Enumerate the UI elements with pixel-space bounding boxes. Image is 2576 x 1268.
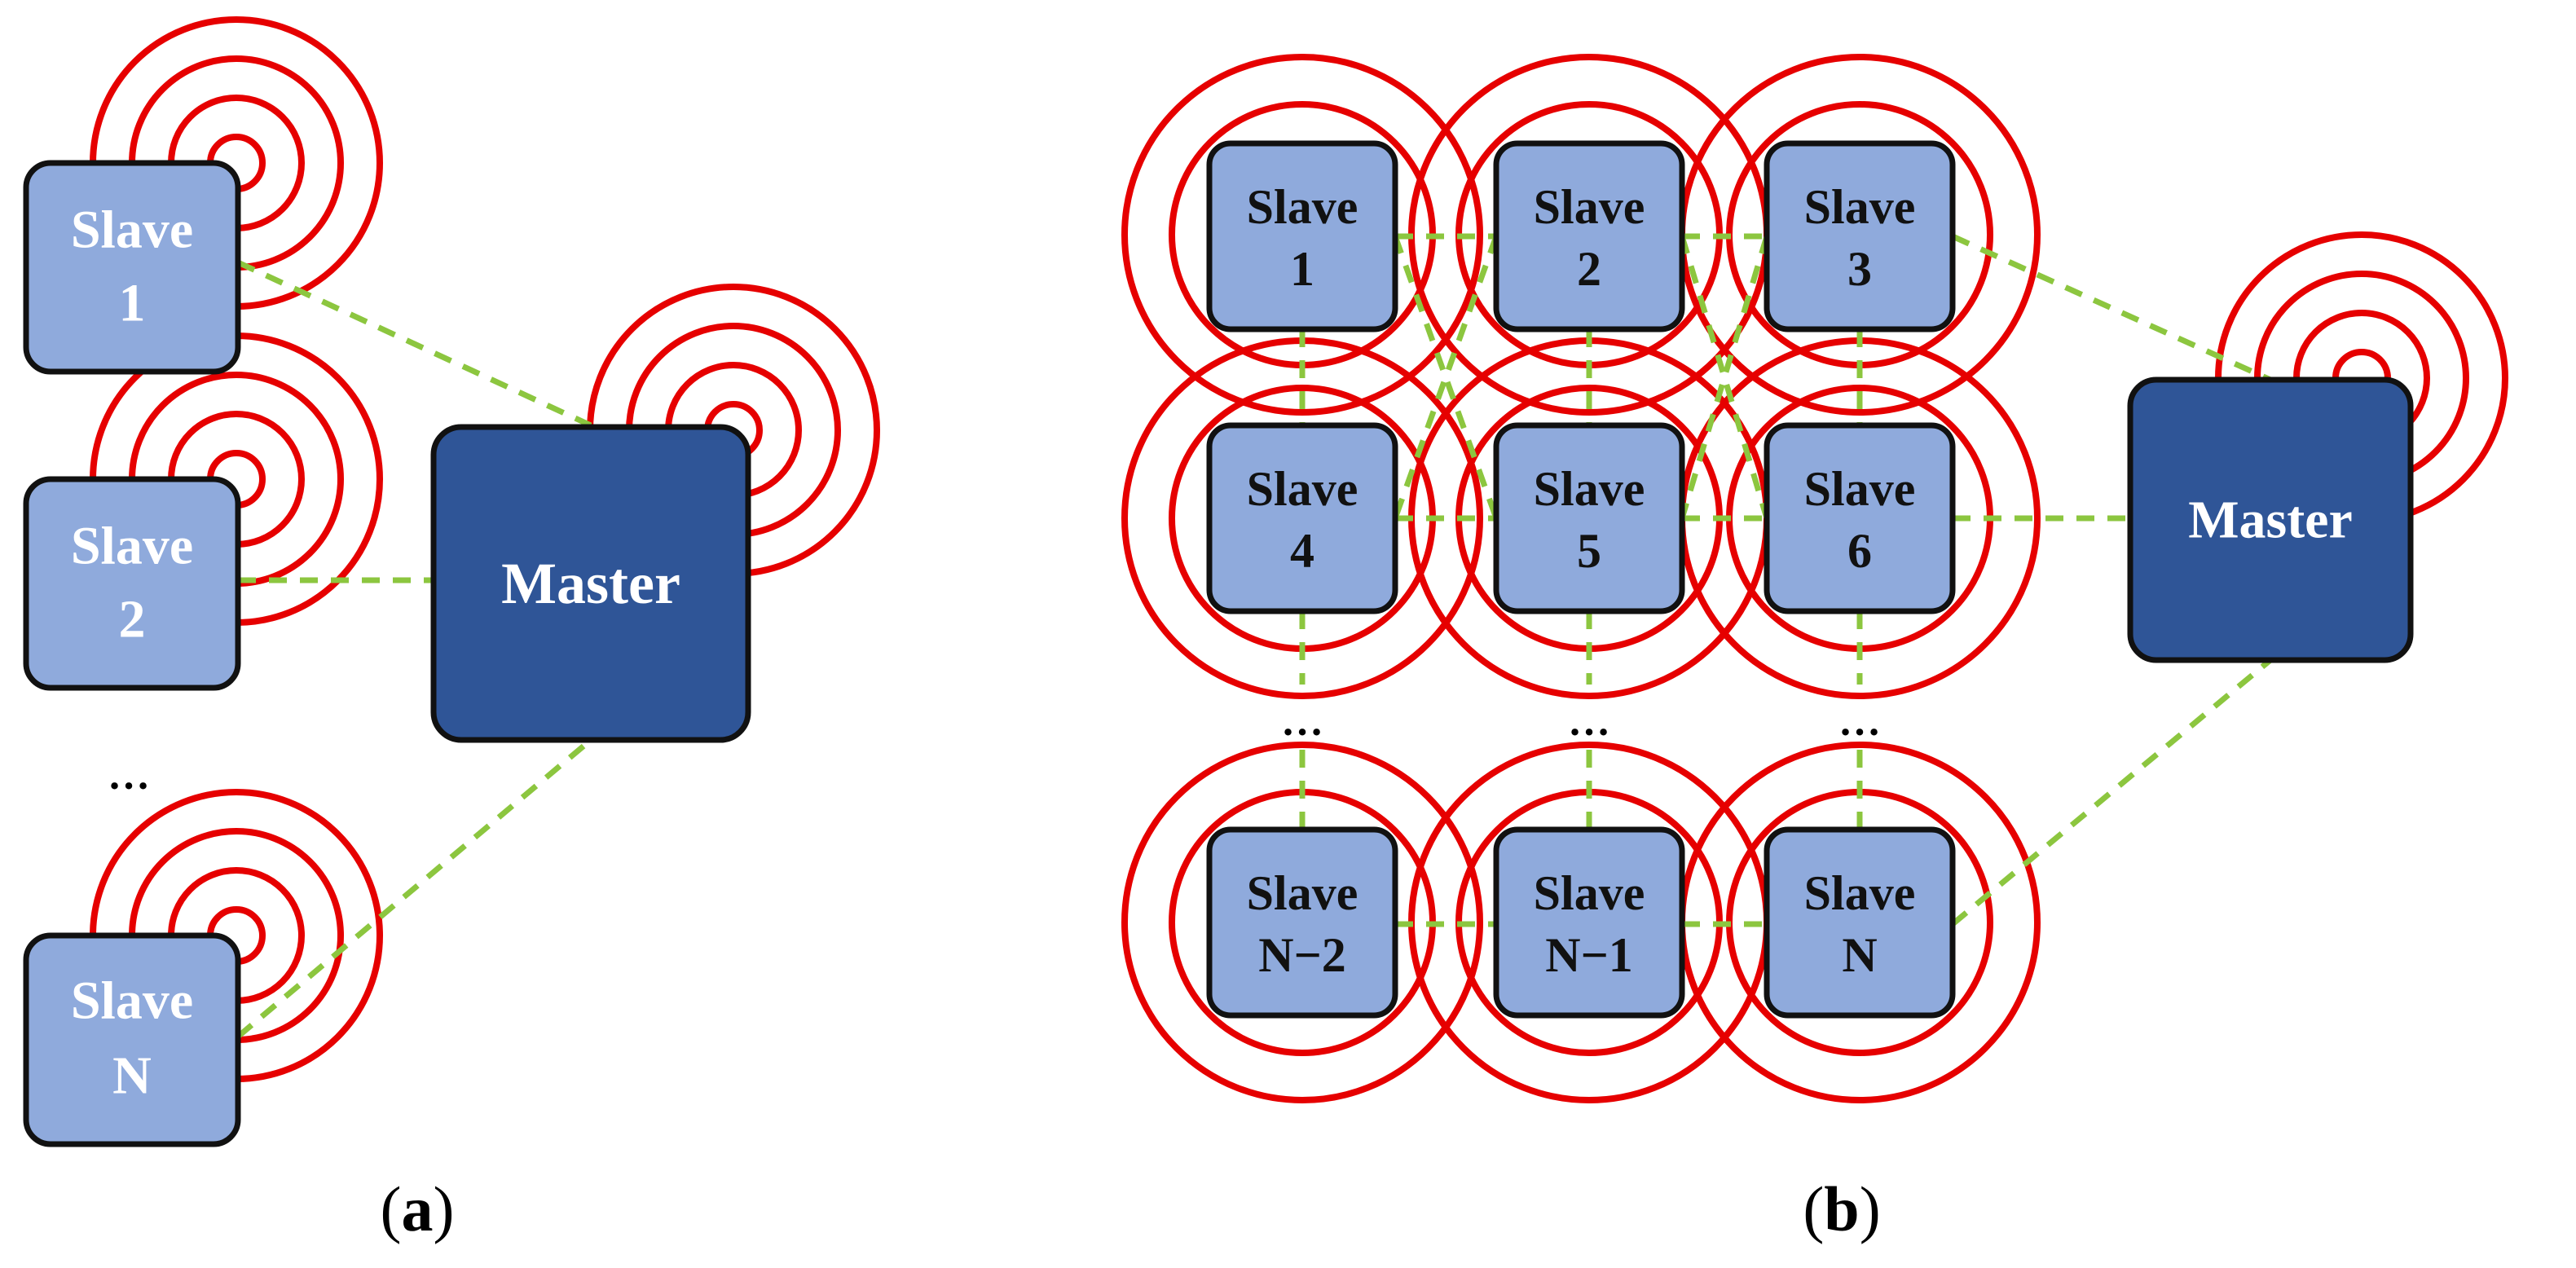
slave-label: Slave	[1534, 462, 1645, 516]
slave-label: Slave	[1804, 866, 1916, 920]
slave-label: Slave	[71, 971, 193, 1031]
slave-number: N	[1842, 928, 1877, 982]
slave-number: 1	[119, 274, 146, 333]
link-slave-1-master	[236, 259, 592, 429]
link-slave-n-master	[236, 737, 593, 1039]
slave-node: Slave 3	[1764, 140, 1956, 332]
caption-a: (a)	[381, 1173, 455, 1244]
master-label: Master	[2188, 491, 2353, 550]
slave-number: 6	[1847, 524, 1872, 578]
slave-number: 2	[119, 590, 146, 649]
slave-number: 3	[1847, 242, 1872, 296]
slave-number: 4	[1290, 524, 1314, 578]
slave-number: N−1	[1545, 928, 1633, 982]
slave-label: Slave	[1804, 462, 1916, 516]
master-node: Master	[430, 424, 751, 743]
slave-node: Slave N−2	[1206, 826, 1398, 1019]
ellipsis: …	[1281, 698, 1323, 745]
slave-node: Slave 2	[1493, 140, 1685, 332]
slave-label: Slave	[71, 200, 193, 260]
slave-label: Slave	[1534, 180, 1645, 234]
slave-label: Slave	[71, 517, 193, 576]
master-node: Master	[2127, 376, 2414, 663]
slave-number: N−2	[1258, 928, 1346, 982]
panel-b-mesh-topology: Slave 1 Slave 2 Slave 3 Slave 4 Slave 5 …	[1121, 54, 2508, 1244]
slave-node: Slave N−1	[1493, 826, 1685, 1019]
slave-node: Slave N	[23, 932, 241, 1147]
caption-b: (b)	[1803, 1173, 1880, 1244]
slave-node: Slave 1	[23, 160, 241, 375]
ellipsis: …	[108, 752, 150, 799]
slave-node: Slave N	[1764, 826, 1956, 1019]
link-slave-3-master	[1951, 233, 2272, 383]
master-label: Master	[501, 551, 680, 616]
slave-number: 5	[1577, 524, 1601, 578]
link-slave-n-master	[1950, 658, 2273, 927]
slave-number: N	[112, 1046, 152, 1106]
ellipsis: …	[1838, 698, 1881, 745]
slave-label: Slave	[1247, 866, 1358, 920]
slave-node: Slave 1	[1206, 140, 1398, 332]
slave-label: Slave	[1247, 462, 1358, 516]
mesh-links	[1299, 233, 2273, 927]
ellipsis: …	[1568, 698, 1610, 745]
slave-node: Slave 2	[23, 476, 241, 691]
slave-node: Slave 4	[1206, 422, 1398, 614]
panel-a-star-topology: Slave 1 Slave 2 Slave N Master … (a)	[23, 16, 880, 1244]
slave-label: Slave	[1247, 180, 1358, 234]
slave-node: Slave 6	[1764, 422, 1956, 614]
slave-node: Slave 5	[1493, 422, 1685, 614]
slave-number: 1	[1290, 242, 1314, 296]
slave-number: 2	[1577, 242, 1601, 296]
slave-label: Slave	[1534, 866, 1645, 920]
slave-label: Slave	[1804, 180, 1916, 234]
